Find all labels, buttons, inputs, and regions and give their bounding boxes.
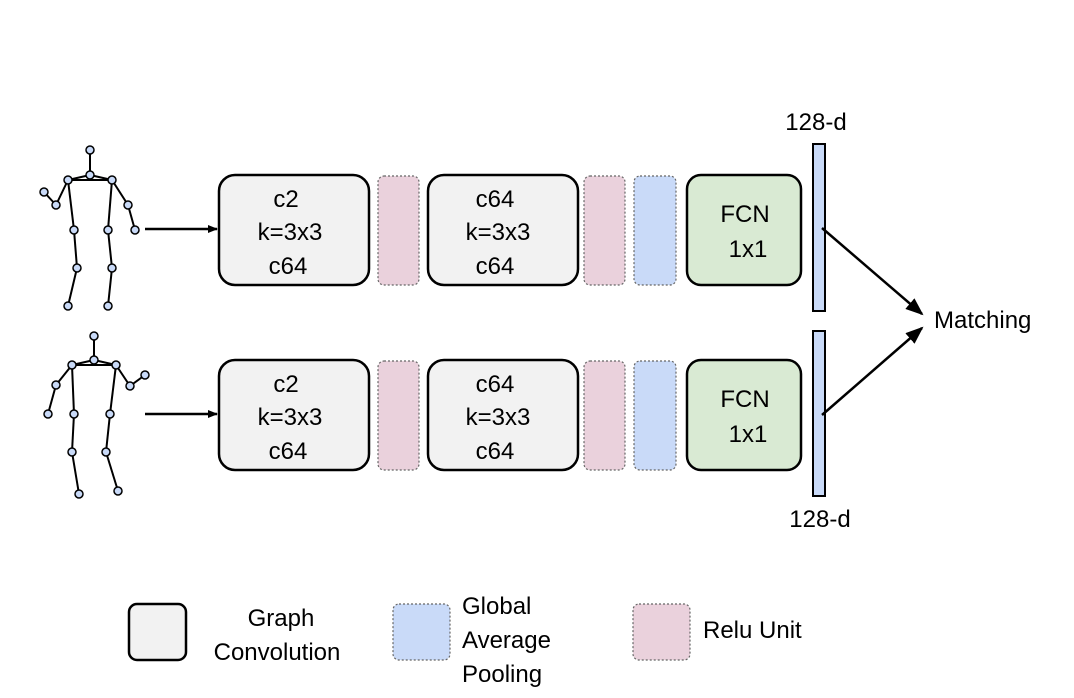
skeleton-top-joints (39, 145, 140, 311)
matching-arrow-top (821, 227, 924, 316)
fcn-label: 1x1 (729, 421, 768, 448)
conv-label: c64 (476, 253, 515, 280)
feature-vector (812, 143, 826, 312)
conv-label: c64 (269, 253, 308, 280)
graph-conv-block (217, 358, 371, 472)
legend-graph-conv-label: Convolution (214, 639, 341, 666)
graph-conv-block (217, 173, 371, 287)
conv-label: k=3x3 (466, 219, 531, 246)
relu-block (377, 175, 420, 286)
relu-block (377, 360, 420, 471)
conv-label: k=3x3 (466, 404, 531, 431)
gap-block (633, 175, 677, 286)
legend-gap-label: Pooling (462, 661, 542, 688)
fcn-label: FCN (720, 386, 769, 413)
conv-label: c64 (476, 186, 515, 213)
fcn-block (685, 173, 803, 287)
conv-label: c64 (476, 438, 515, 465)
conv-label: k=3x3 (258, 219, 323, 246)
legend-graph-conv-swatch (127, 602, 188, 662)
matching-label: Matching (934, 307, 1031, 334)
branch-top: c2 k=3x3 c64 c64 k=3x3 c64 FCN 1x1 128-d (217, 109, 847, 312)
feature-dim-label: 128-d (785, 109, 846, 136)
fcn-label: FCN (720, 201, 769, 228)
conv-label: c2 (273, 371, 298, 398)
branch-bottom: c2 k=3x3 c64 c64 k=3x3 c64 FCN 1x1 128-d (217, 330, 851, 533)
graph-conv-block (426, 358, 580, 472)
relu-block (583, 360, 626, 471)
conv-label: k=3x3 (258, 404, 323, 431)
skeleton-bottom-joints (43, 331, 150, 499)
matching-arrow-bottom (821, 326, 924, 416)
graph-conv-block (426, 173, 580, 287)
relu-block (583, 175, 626, 286)
gap-block (633, 360, 677, 471)
conv-label: c64 (476, 371, 515, 398)
legend-gap-label: Global (462, 593, 531, 620)
fcn-block (685, 358, 803, 472)
conv-label: c2 (273, 186, 298, 213)
legend: Graph Convolution Global Average Pooling… (127, 593, 802, 688)
conv-label: c64 (269, 438, 308, 465)
legend-gap-label: Average (462, 627, 551, 654)
legend-relu-swatch (632, 603, 691, 661)
fcn-label: 1x1 (729, 236, 768, 263)
legend-graph-conv-label: Graph (248, 605, 315, 632)
legend-relu-label: Relu Unit (703, 617, 802, 644)
feature-dim-label: 128-d (789, 506, 850, 533)
legend-gap-swatch (392, 603, 451, 661)
